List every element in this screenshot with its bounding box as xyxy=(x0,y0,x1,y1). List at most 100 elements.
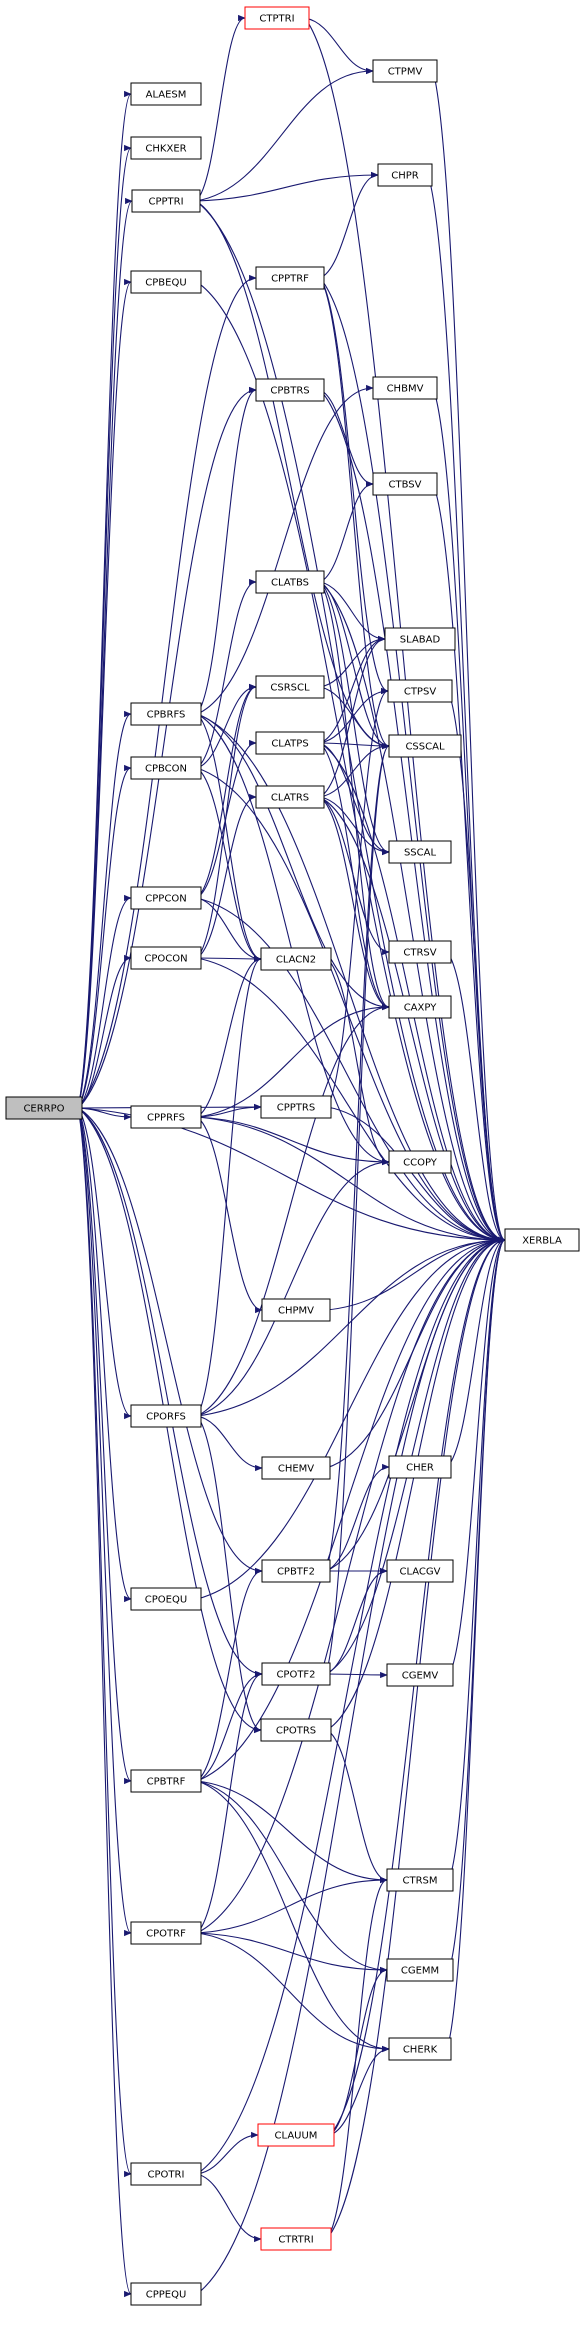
node-cppcon[interactable]: CPPCON xyxy=(130,886,202,910)
edge-cgemv-to-xerbla xyxy=(448,1237,506,1676)
node-cgemm[interactable]: CGEMM xyxy=(386,1958,454,1982)
node-cporfs[interactable]: CPORFS xyxy=(130,1404,202,1428)
edge-cpotrf-to-xerbla xyxy=(196,1236,506,1934)
node-cpbtrf[interactable]: CPBTRF xyxy=(130,1769,202,1793)
node-cpoequ[interactable]: CPOEQU xyxy=(130,1587,202,1611)
node-label-cpbtrs: CPBTRS xyxy=(270,386,309,397)
edge-cerrpo-to-cpbrfs xyxy=(77,711,132,1109)
node-cerrpo[interactable]: CERRPO xyxy=(5,1096,83,1120)
node-cpbtf2[interactable]: CPBTF2 xyxy=(261,1559,331,1583)
edges-layer xyxy=(77,14,506,2297)
node-cpotri[interactable]: CPOTRI xyxy=(130,2162,202,2186)
node-box-cpoequ xyxy=(130,1587,202,1611)
edge-cpprfs-to-cpptrs xyxy=(196,1103,262,1118)
node-label-chpmv: CHPMV xyxy=(278,1306,314,1317)
node-cherk[interactable]: CHERK xyxy=(388,2037,452,2061)
node-cpbrfs[interactable]: CPBRFS xyxy=(130,702,202,726)
nodes-layer: CTPTRI ALAESM CTPMV CHKXER CPPTRI CHPR CPBEQU C… xyxy=(5,6,580,2306)
node-cpbcon[interactable]: CPBCON xyxy=(130,756,202,780)
edge-cpbtf2-to-csscal xyxy=(325,743,390,1572)
node-chpmv[interactable]: CHPMV xyxy=(261,1298,331,1322)
node-chkxer[interactable]: CHKXER xyxy=(130,136,202,160)
node-csrscl[interactable]: CSRSCL xyxy=(255,675,325,699)
node-ctpsv[interactable]: CTPSV xyxy=(387,679,453,703)
edge-cpotrf-to-ctrsm xyxy=(196,1876,388,1934)
node-clacgv[interactable]: CLACGV xyxy=(386,1559,454,1583)
node-box-cpotrs xyxy=(260,1718,332,1742)
node-label-clatbs: CLATBS xyxy=(271,578,309,589)
edge-cerrpo-to-cpbcon xyxy=(77,765,132,1109)
node-ctrsm[interactable]: CTRSM xyxy=(386,1868,454,1892)
node-ctptri[interactable]: CTPTRI xyxy=(244,6,310,30)
node-alaesm[interactable]: ALAESM xyxy=(130,82,202,106)
node-cher[interactable]: CHER xyxy=(388,1455,452,1479)
node-clatps[interactable]: CLATPS xyxy=(255,731,325,755)
edge-ctptri-to-xerbla xyxy=(304,17,506,1243)
node-label-cpptri: CPPTRI xyxy=(148,197,183,208)
node-box-cpbcon xyxy=(130,756,202,780)
node-chemv[interactable]: CHEMV xyxy=(261,1456,331,1480)
node-cpotrs[interactable]: CPOTRS xyxy=(260,1718,332,1742)
node-sscal[interactable]: SSCAL xyxy=(388,840,452,864)
edge-cpbtrf-to-ctrsm xyxy=(196,1780,388,1884)
node-caxpy[interactable]: CAXPY xyxy=(388,995,452,1019)
node-cgemv[interactable]: CGEMV xyxy=(386,1663,454,1687)
edge-cpocon-to-clatrs xyxy=(196,793,257,959)
node-cpptrf[interactable]: CPPTRF xyxy=(255,266,325,290)
node-box-ccopy xyxy=(388,1150,452,1174)
node-box-cpbequ xyxy=(130,270,202,294)
node-label-slabad: SLABAD xyxy=(400,635,441,646)
node-slabad[interactable]: SLABAD xyxy=(384,627,456,651)
node-box-csrscl xyxy=(255,675,325,699)
node-label-cppcon: CPPCON xyxy=(145,894,186,905)
node-ctbsv[interactable]: CTBSV xyxy=(372,472,438,496)
edge-cerrpo-to-cpbtrs xyxy=(77,386,257,1109)
node-clatbs[interactable]: CLATBS xyxy=(255,570,325,594)
node-ctrsv[interactable]: CTRSV xyxy=(388,940,452,964)
edge-cpbcon-to-clatbs xyxy=(196,578,257,769)
node-box-ctptri xyxy=(244,6,310,30)
edge-cpbequ-to-xerbla xyxy=(196,281,506,1244)
node-label-clauum: CLAUUM xyxy=(275,2131,318,2142)
node-cpocon[interactable]: CPOCON xyxy=(130,946,202,970)
edge-cpotrf-to-cherk xyxy=(196,1932,390,2053)
node-label-cgemm: CGEMM xyxy=(401,1966,439,1977)
node-cpbequ[interactable]: CPBEQU xyxy=(130,270,202,294)
edge-cpptrs-to-xerbla xyxy=(326,1106,506,1244)
node-box-caxpy xyxy=(388,995,452,1019)
node-ctpmv[interactable]: CTPMV xyxy=(372,59,438,83)
node-chbmv[interactable]: CHBMV xyxy=(372,376,438,400)
node-box-ctrsm xyxy=(386,1868,454,1892)
node-box-cpotf2 xyxy=(261,1662,331,1686)
node-clauum[interactable]: CLAUUM xyxy=(257,2123,335,2147)
node-clacn2[interactable]: CLACN2 xyxy=(260,947,332,971)
edge-clatps-to-sscal xyxy=(319,742,390,856)
node-clatrs[interactable]: CLATRS xyxy=(255,785,325,809)
node-label-clacgv: CLACGV xyxy=(399,1567,440,1578)
node-cpbtrs[interactable]: CPBTRS xyxy=(255,378,325,402)
node-label-ctpmv: CTPMV xyxy=(388,67,423,78)
node-box-ctrtri xyxy=(260,2227,332,2251)
node-ccopy[interactable]: CCOPY xyxy=(388,1150,452,1174)
node-ctrtri[interactable]: CTRTRI xyxy=(260,2227,332,2251)
edge-cpbrfs-to-cpbtrs xyxy=(196,386,257,715)
node-cpotrf[interactable]: CPOTRF xyxy=(130,1921,202,1945)
node-label-cpbrfs: CPBRFS xyxy=(147,710,186,721)
node-box-cpptrf xyxy=(255,266,325,290)
edge-cerrpo-to-cporfs xyxy=(77,1107,132,1419)
node-box-cherk xyxy=(388,2037,452,2061)
edge-clauum-to-xerbla xyxy=(329,1236,506,2136)
edge-cpotf2-to-csscal xyxy=(325,743,390,1675)
node-xerbla[interactable]: XERBLA xyxy=(504,1228,580,1252)
node-box-cporfs xyxy=(130,1404,202,1428)
node-cpptrs[interactable]: CPPTRS xyxy=(260,1095,332,1119)
edge-cpptrf-to-ctpsv xyxy=(319,277,389,694)
edge-cpbcon-to-xerbla xyxy=(196,767,506,1244)
node-cpotf2[interactable]: CPOTF2 xyxy=(261,1662,331,1686)
node-chpr[interactable]: CHPR xyxy=(377,163,433,187)
node-cpptri[interactable]: CPPTRI xyxy=(131,189,201,213)
node-csscal[interactable]: CSSCAL xyxy=(388,734,462,758)
node-cppequ[interactable]: CPPEQU xyxy=(130,2282,202,2306)
node-cpprfs[interactable]: CPPRFS xyxy=(130,1105,202,1129)
edge-cpotri-to-xerbla xyxy=(196,1236,506,2175)
